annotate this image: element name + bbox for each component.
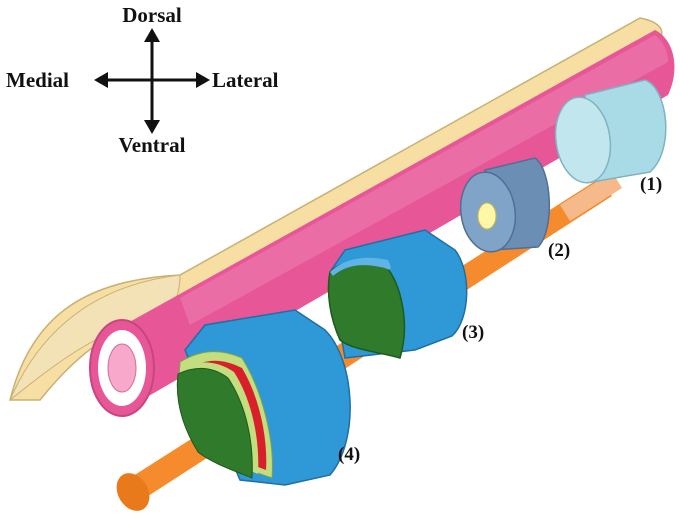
stage-label-3: (3) bbox=[462, 322, 484, 343]
arrow-up-icon bbox=[144, 28, 160, 42]
stage-4-block bbox=[176, 309, 351, 486]
arrow-down-icon bbox=[144, 120, 160, 134]
stage-label-2: (2) bbox=[548, 240, 570, 261]
label-dorsal: Dorsal bbox=[122, 3, 182, 27]
label-medial: Medial bbox=[6, 68, 69, 92]
label-lateral: Lateral bbox=[212, 68, 279, 92]
pink-tube bbox=[89, 30, 675, 417]
arrow-right-icon bbox=[196, 72, 210, 88]
label-ventral: Ventral bbox=[119, 133, 186, 157]
stage-1-cylinder bbox=[554, 79, 667, 184]
stage-label-1: (1) bbox=[640, 174, 662, 195]
stage-3-block bbox=[327, 229, 468, 359]
stage-label-4: (4) bbox=[338, 444, 360, 465]
orientation-compass: Dorsal Ventral Medial Lateral bbox=[6, 3, 279, 157]
stage-2-cylinder bbox=[459, 157, 551, 253]
arrow-left-icon bbox=[94, 72, 108, 88]
